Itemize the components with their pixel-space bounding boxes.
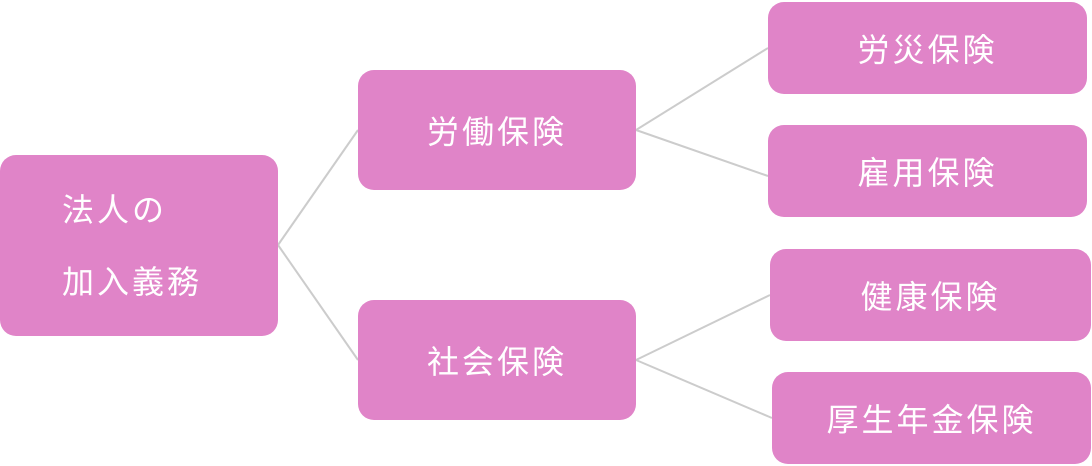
branch-node-social-insurance: 社会保険	[358, 300, 636, 420]
connector-root-labor	[277, 129, 359, 246]
connector-social-kenko	[635, 294, 771, 361]
branch-node-labor-insurance: 労働保険	[358, 70, 636, 190]
connector-root-social	[277, 244, 359, 361]
root-label-line2: 加入義務	[62, 262, 203, 301]
leaf-node-health-insurance: 健康保険	[770, 249, 1091, 341]
connector-labor-rosai	[635, 47, 769, 131]
connector-social-kosei	[635, 359, 773, 419]
root-label-line1: 法人の	[62, 190, 168, 229]
connector-labor-koyo	[635, 129, 769, 177]
leaf-label: 健康保険	[860, 278, 1001, 316]
root-label: 法人の 加入義務	[62, 174, 202, 318]
branch-label: 労働保険	[426, 113, 567, 151]
leaf-node-workers-comp-insurance: 労災保険	[768, 2, 1087, 94]
branch-label: 社会保険	[426, 343, 567, 381]
leaf-node-pension-insurance: 厚生年金保険	[772, 372, 1091, 464]
leaf-label: 労災保険	[857, 31, 998, 69]
leaf-node-employment-insurance: 雇用保険	[768, 125, 1087, 217]
root-node: 法人の 加入義務	[0, 155, 278, 336]
leaf-label: 厚生年金保険	[826, 401, 1037, 439]
leaf-label: 雇用保険	[857, 154, 998, 192]
